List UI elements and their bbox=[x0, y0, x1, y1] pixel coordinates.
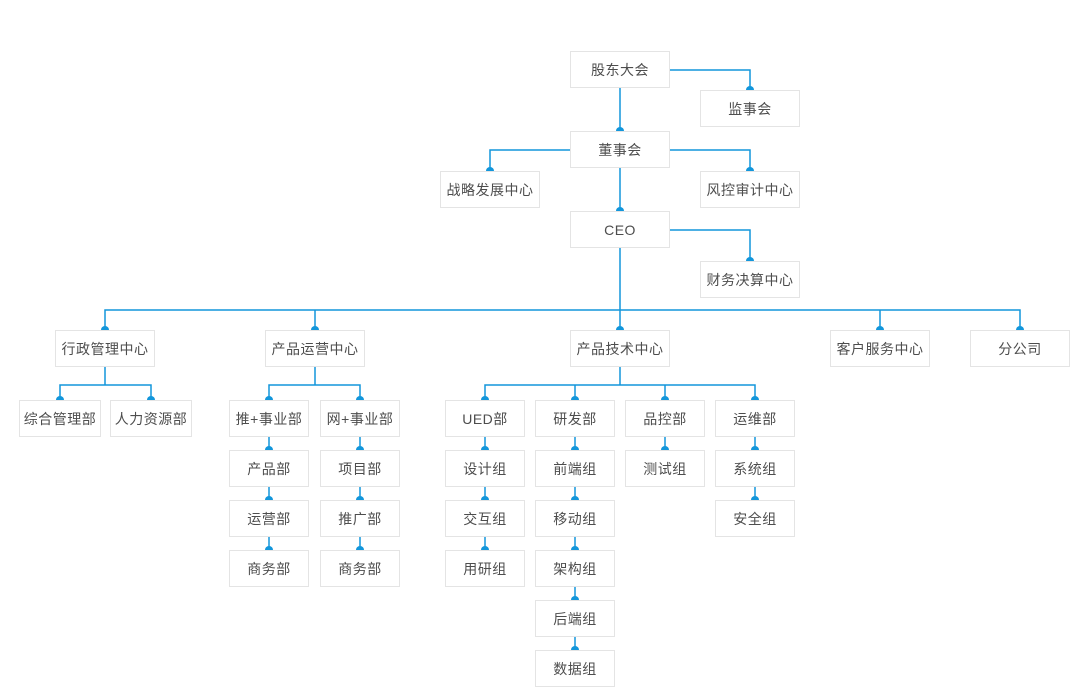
org-node-board-of-directors[interactable]: 董事会 bbox=[570, 131, 670, 168]
org-node-ceo[interactable]: CEO bbox=[570, 211, 670, 248]
org-node-supervisory-board[interactable]: 监事会 bbox=[700, 90, 800, 127]
org-node-architecture-group[interactable]: 架构组 bbox=[535, 550, 615, 587]
org-node-security-group[interactable]: 安全组 bbox=[715, 500, 795, 537]
org-node-user-research-group[interactable]: 用研组 bbox=[445, 550, 525, 587]
org-node-interaction-group[interactable]: 交互组 bbox=[445, 500, 525, 537]
org-node-business-dept-a[interactable]: 商务部 bbox=[229, 550, 309, 587]
org-node-branch-company[interactable]: 分公司 bbox=[970, 330, 1070, 367]
tech-splitter bbox=[484, 384, 756, 400]
org-node-tui-division[interactable]: 推+事业部 bbox=[229, 400, 309, 437]
org-node-frontend-group[interactable]: 前端组 bbox=[535, 450, 615, 487]
org-node-testing-group[interactable]: 测试组 bbox=[625, 450, 705, 487]
org-node-data-group[interactable]: 数据组 bbox=[535, 650, 615, 687]
org-node-promotion-dept[interactable]: 推广部 bbox=[320, 500, 400, 537]
org-node-ued-dept[interactable]: UED部 bbox=[445, 400, 525, 437]
org-node-product-ops-center[interactable]: 产品运营中心 bbox=[265, 330, 365, 367]
trunk-with-outer-drops bbox=[104, 309, 1021, 330]
org-node-customer-service-center[interactable]: 客户服务中心 bbox=[830, 330, 930, 367]
org-node-system-group[interactable]: 系统组 bbox=[715, 450, 795, 487]
edge-board-to-risk-audit bbox=[670, 149, 751, 171]
org-node-rnd-dept[interactable]: 研发部 bbox=[535, 400, 615, 437]
org-node-general-mgmt-dept[interactable]: 综合管理部 bbox=[19, 400, 101, 437]
org-node-wang-division[interactable]: 网+事业部 bbox=[320, 400, 400, 437]
admin-splitter bbox=[59, 384, 152, 400]
org-node-mobile-group[interactable]: 移动组 bbox=[535, 500, 615, 537]
org-node-project-dept[interactable]: 项目部 bbox=[320, 450, 400, 487]
edge-shareholders-to-supervisory bbox=[670, 69, 751, 90]
org-node-business-dept-b[interactable]: 商务部 bbox=[320, 550, 400, 587]
org-node-shareholders-meeting[interactable]: 股东大会 bbox=[570, 51, 670, 88]
org-node-admin-center[interactable]: 行政管理中心 bbox=[55, 330, 155, 367]
org-node-backend-group[interactable]: 后端组 bbox=[535, 600, 615, 637]
org-node-product-dept[interactable]: 产品部 bbox=[229, 450, 309, 487]
org-node-operations-dept[interactable]: 运营部 bbox=[229, 500, 309, 537]
org-node-design-group[interactable]: 设计组 bbox=[445, 450, 525, 487]
edge-board-to-strategy bbox=[489, 149, 570, 171]
org-node-risk-audit-center[interactable]: 风控审计中心 bbox=[700, 171, 800, 208]
org-node-hr-dept[interactable]: 人力资源部 bbox=[110, 400, 192, 437]
edge-ceo-to-finance bbox=[670, 229, 751, 261]
org-node-om-dept[interactable]: 运维部 bbox=[715, 400, 795, 437]
org-node-qc-dept[interactable]: 品控部 bbox=[625, 400, 705, 437]
ops-splitter bbox=[268, 384, 361, 400]
org-node-product-tech-center[interactable]: 产品技术中心 bbox=[570, 330, 670, 367]
org-node-finance-center[interactable]: 财务决算中心 bbox=[700, 261, 800, 298]
org-node-strategy-center[interactable]: 战略发展中心 bbox=[440, 171, 540, 208]
